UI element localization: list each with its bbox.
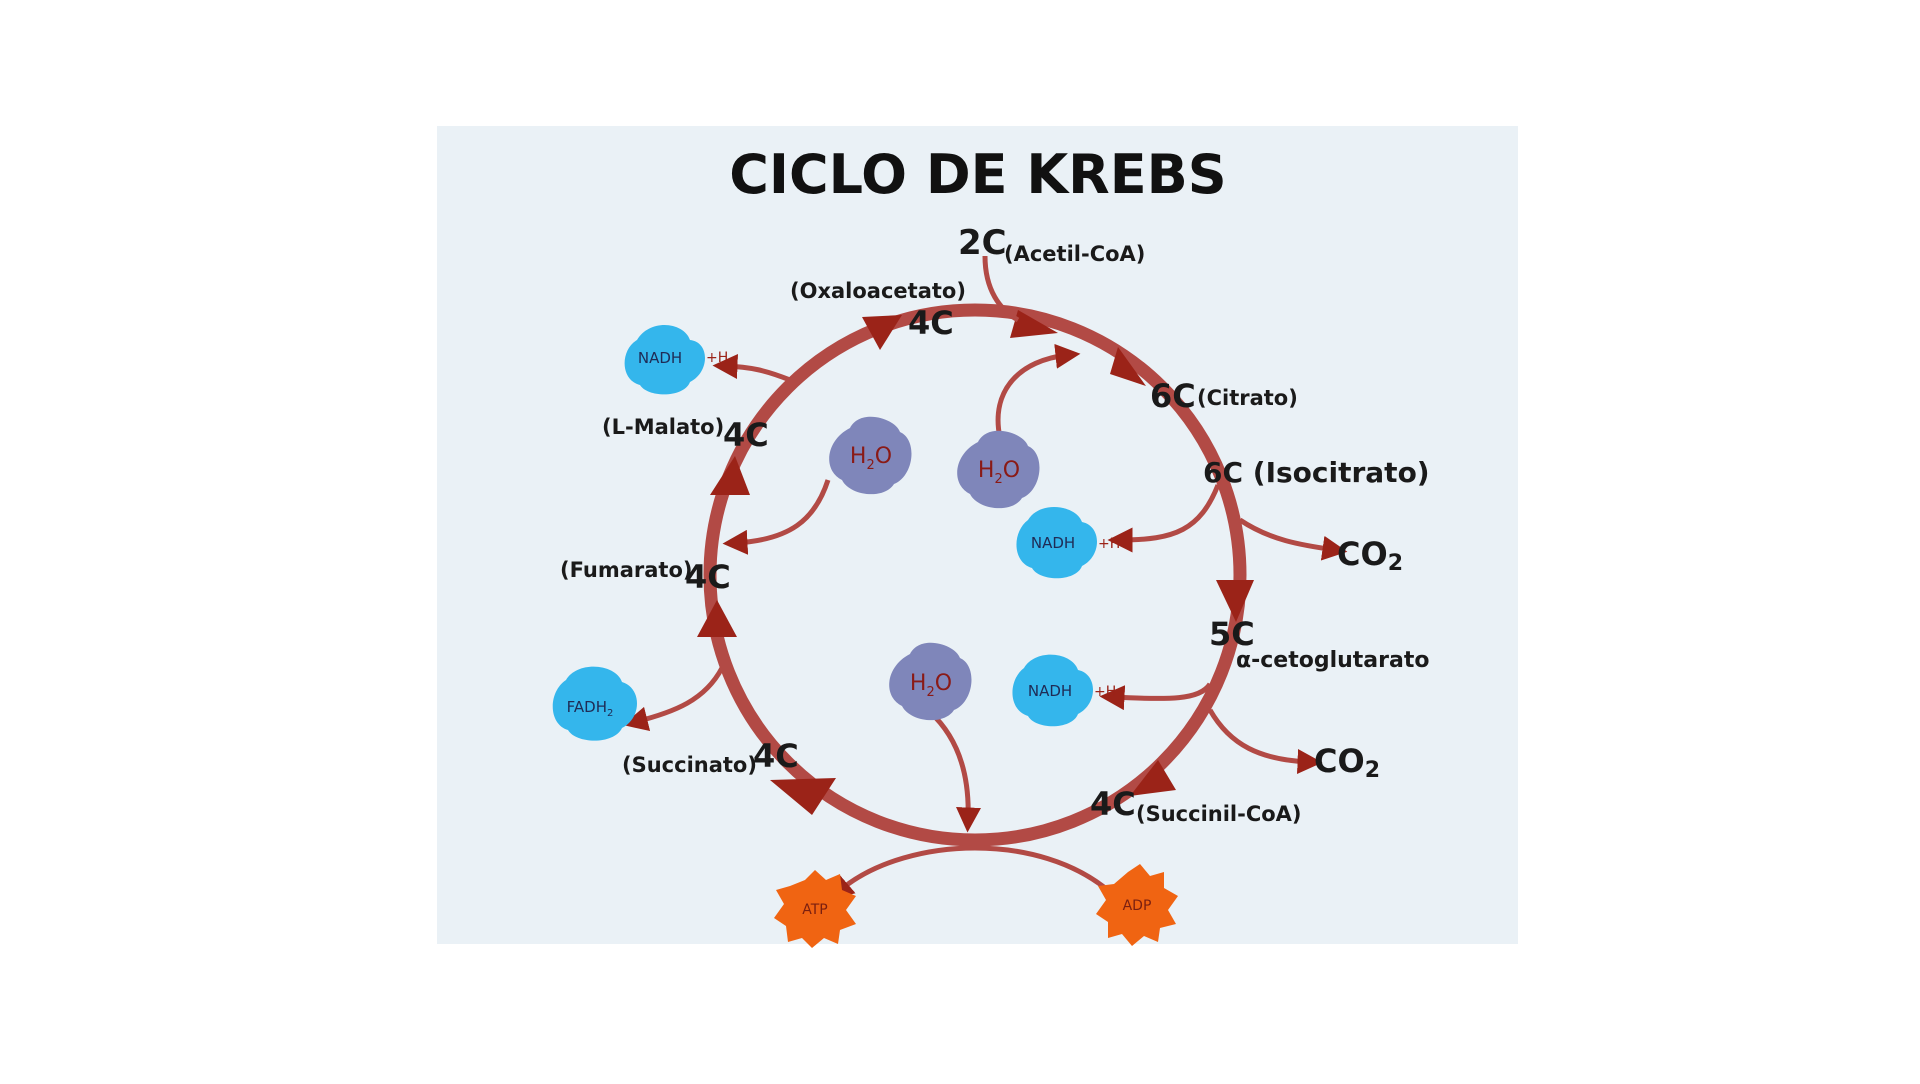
h2o-blob: [889, 642, 972, 721]
atp-molecule: ATP: [774, 870, 856, 948]
node-labels: 2C (Acetil-CoA) (Oxaloacetato) 4C 6C (Ci…: [560, 223, 1430, 826]
co2-text: CO: [1314, 742, 1365, 780]
cycle-arrowhead-oxaloacetato: [862, 315, 902, 350]
nadh-blob: [624, 324, 705, 395]
succinil-carbon-count: 4C: [1090, 785, 1136, 823]
arrow-adp: [974, 845, 1112, 894]
isocitrato-label: 6C (Isocitrato): [1203, 456, 1430, 489]
arrow-nadh-cetoglutarato: [1099, 682, 1213, 711]
nadh-label: NADH: [1028, 682, 1072, 700]
malato-name: (L-Malato): [602, 415, 724, 439]
h2o-o: O: [935, 671, 952, 696]
nadh-blob: [1016, 507, 1097, 579]
nadh-cetoglutarato: NADH +H: [1012, 654, 1116, 727]
atp-blob: [774, 870, 856, 948]
fadh-subscript: 2: [607, 708, 613, 719]
citrato-name: (Citrato): [1197, 386, 1298, 410]
h2o-blob: [957, 430, 1040, 509]
co2-isocitrato: CO2: [1337, 535, 1403, 576]
succinato-name: (Succinato): [622, 753, 757, 777]
cycle-arrowhead-citrato: [1110, 347, 1146, 386]
plus-h-label: +H: [1094, 684, 1116, 700]
nadh-label: NADH: [638, 349, 682, 367]
arrow-h2o-to-succinato: [928, 710, 981, 833]
arrow-co2-isocitrato: [1238, 517, 1348, 561]
h2o-o: O: [1003, 458, 1020, 483]
krebs-cycle-ring: [703, 303, 1247, 847]
cycle-arrowhead-succinil: [1130, 760, 1176, 796]
h2o-h: H: [978, 458, 995, 483]
adp-label: ADP: [1123, 898, 1152, 914]
nadh-isocitrato: NADH +H: [1016, 507, 1120, 579]
branch-arrows: [622, 343, 1348, 901]
fadh2-blob: [552, 666, 637, 741]
h2o-label: H2O: [850, 444, 892, 473]
h2o-malato: H2O: [829, 416, 912, 495]
fadh2-molecule: FADH2: [552, 666, 637, 741]
cetoglutarato-carbon-count: 5C: [1209, 615, 1255, 653]
nadh-label: NADH: [1031, 534, 1075, 552]
h2o-h: H: [910, 671, 927, 696]
atp-label: ATP: [802, 902, 827, 918]
cycle-arrowhead-succinato: [770, 778, 836, 815]
cycle-arrowhead-cetoglutarato: [1216, 580, 1254, 622]
arrow-h2o-to-fumarato: [722, 479, 831, 555]
h2o-succinato: H2O: [889, 642, 972, 721]
co2-subscript: 2: [1388, 551, 1403, 576]
oxaloacetato-name: (Oxaloacetato): [790, 279, 966, 303]
citrato-carbon-count: 6C: [1150, 377, 1196, 415]
fadh2-label: FADH2: [567, 698, 614, 719]
h2o-label: H2O: [978, 458, 1020, 487]
h2o-citrato: H2O: [957, 430, 1040, 509]
h2o-h: H: [850, 444, 867, 469]
nadh-malato: NADH +H: [624, 324, 728, 395]
co2-text: CO: [1337, 535, 1388, 573]
succinato-carbon-count: 4C: [753, 737, 799, 775]
arrow-nadh-malato: [712, 354, 791, 383]
oxaloacetato-carbon-count: 4C: [908, 304, 954, 342]
fumarato-carbon-count: 4C: [685, 558, 731, 596]
cycle-direction-arrows: [697, 310, 1254, 815]
h2o-blob: [829, 416, 912, 495]
fumarato-name: (Fumarato): [560, 558, 693, 582]
malato-carbon-count: 4C: [723, 416, 769, 454]
h2o-label: H2O: [910, 671, 952, 700]
cycle-arrowhead-top: [1010, 310, 1058, 338]
succinil-name: (Succinil-CoA): [1136, 802, 1302, 826]
adp-blob: [1096, 864, 1178, 946]
h2o-sub: 2: [994, 472, 1002, 487]
cetoglutarato-name: α-cetoglutarato: [1236, 648, 1429, 673]
fadh-text: FADH: [567, 698, 607, 716]
co2-subscript: 2: [1365, 758, 1380, 783]
adp-molecule: ADP: [1096, 864, 1178, 946]
cycle-arrowhead-malato: [710, 456, 750, 495]
h2o-sub: 2: [866, 458, 874, 473]
acetil-name: (Acetil-CoA): [1004, 242, 1145, 266]
co2-cetoglutarato: CO2: [1314, 742, 1380, 783]
acetil-carbon-count: 2C: [958, 223, 1007, 263]
arrow-h2o-to-citrato: [995, 343, 1081, 439]
arrow-fadh: [622, 666, 725, 732]
arrow-atp: [828, 845, 976, 901]
h2o-o: O: [875, 444, 892, 469]
arrow-nadh-isocitrato: [1107, 484, 1221, 553]
cycle-arrowhead-fumarato: [697, 600, 737, 637]
plus-h-label: +H: [706, 350, 728, 366]
arrow-co2-cetoglutarato: [1207, 708, 1323, 774]
plus-h-label: +H: [1098, 536, 1120, 552]
acetil-entry-arrow: [982, 255, 1020, 323]
nadh-blob: [1012, 654, 1093, 727]
h2o-sub: 2: [926, 685, 934, 700]
diagram-title: CICLO DE KREBS: [729, 143, 1226, 206]
